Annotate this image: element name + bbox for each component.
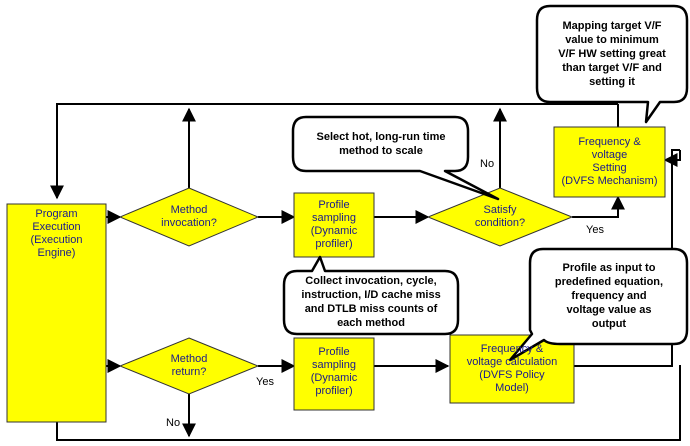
node-profile-sampling-bottom — [293, 337, 375, 411]
edge-label-satisfy-no: No — [480, 158, 495, 170]
node-profile-sampling-top — [293, 192, 375, 258]
callout-select-hot — [291, 115, 500, 201]
node-program-execution — [6, 203, 107, 423]
edge-label-return-yes: Yes — [256, 376, 274, 388]
edge-label-satisfy-yes: Yes — [586, 224, 604, 236]
node-freq-voltage-setting — [553, 126, 666, 198]
callout-profile-input — [508, 247, 689, 362]
node-satisfy-condition — [426, 187, 574, 247]
node-method-invocation — [118, 187, 260, 247]
callout-mapping-target — [535, 4, 689, 124]
edge-satisfy-yes — [572, 195, 625, 218]
edge-calc-to-setting-arrow — [663, 150, 681, 167]
callout-collect-counts — [282, 255, 460, 336]
edge-top-loop — [50, 103, 545, 200]
node-method-return — [118, 337, 260, 395]
node-freq-voltage-calc — [449, 334, 575, 404]
edge-label-return-no: No — [166, 417, 181, 429]
